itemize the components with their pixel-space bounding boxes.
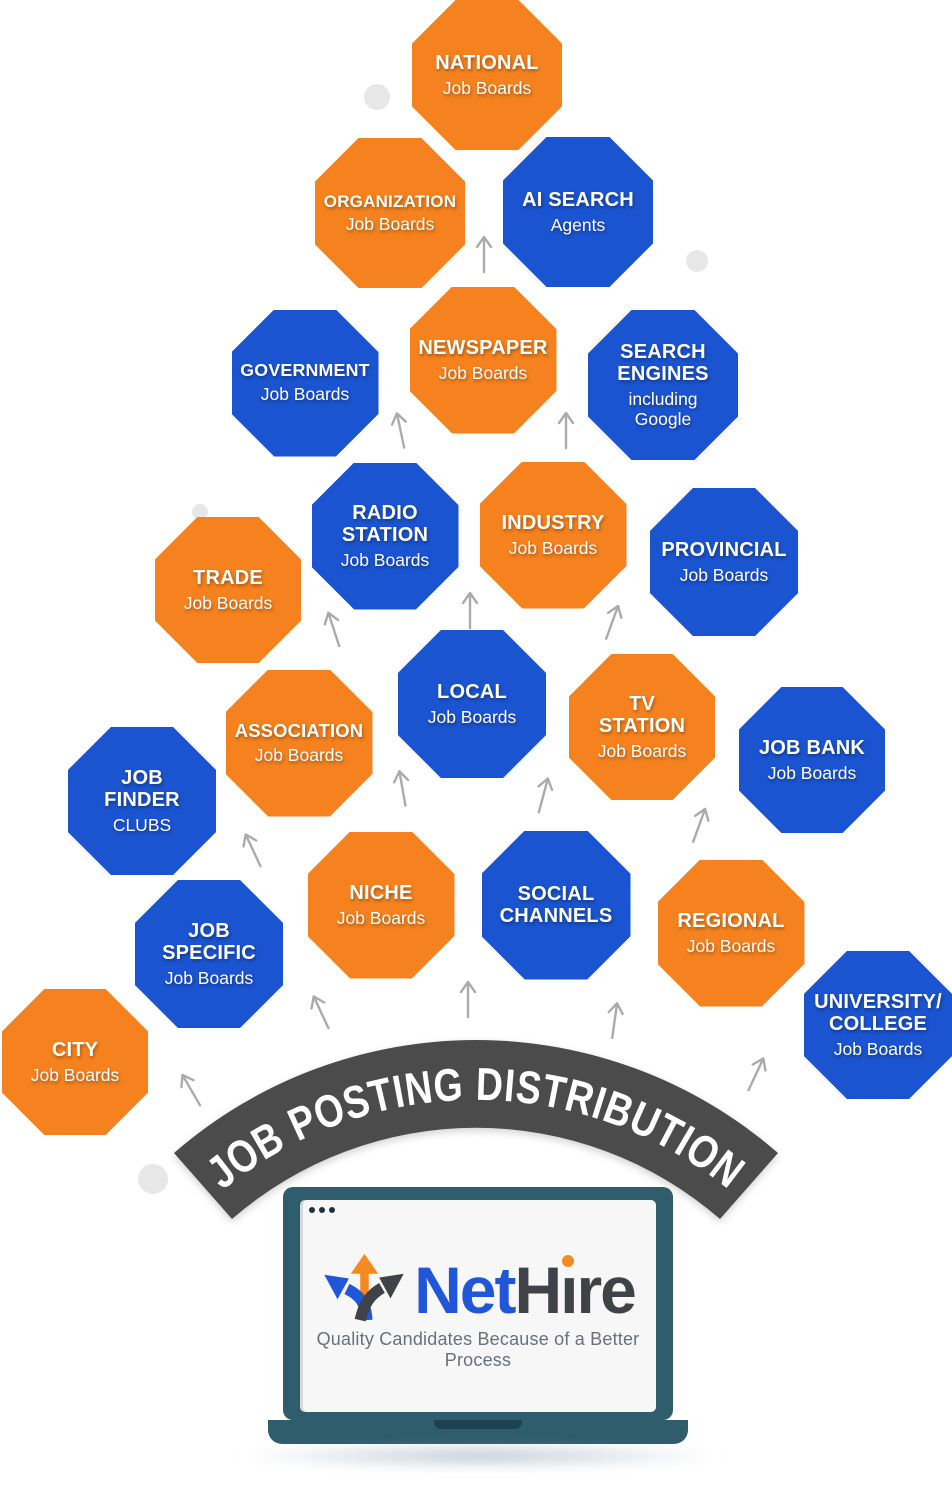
up-arrow-icon — [242, 833, 262, 868]
octagon-title: NICHE — [349, 882, 413, 905]
up-arrow-icon — [390, 412, 408, 449]
octagon-social-channels: SOCIAL CHANNELS — [481, 830, 631, 980]
nethire-arrows-icon — [324, 1253, 404, 1322]
octagon-subtitle: Job Boards — [767, 762, 857, 783]
up-arrow-icon — [747, 1057, 767, 1092]
window-dot-icon — [309, 1207, 315, 1213]
up-arrow-icon — [475, 235, 493, 274]
banner-arc — [174, 1039, 778, 1219]
up-arrow-icon — [180, 1073, 202, 1107]
octagon-title: REGIONAL — [677, 910, 785, 933]
up-arrow-icon — [461, 591, 479, 630]
octagon-subtitle: Job Boards — [260, 384, 350, 405]
window-dot-icon — [329, 1207, 335, 1213]
up-arrow-icon — [691, 807, 710, 843]
up-arrow-icon — [607, 1001, 624, 1040]
octagon-title: SEARCH ENGINES — [617, 340, 709, 386]
octagon-title: INDUSTRY — [501, 512, 605, 535]
decor-dot — [686, 250, 708, 272]
laptop-browser-window: NetHıre Quality Candidates Because of a … — [300, 1200, 656, 1412]
octagon-subtitle: Job Boards — [833, 1038, 923, 1059]
octagon-title: GOVERNMENT — [240, 360, 370, 381]
logo-hire: Hıre — [514, 1253, 636, 1328]
octagon-subtitle: including Google — [628, 388, 698, 429]
up-arrow-icon — [393, 770, 410, 807]
laptop-notch — [434, 1420, 522, 1429]
octagon-government: GOVERNMENT Job Boards — [231, 309, 379, 457]
octagon-title: JOB BANK — [758, 737, 866, 760]
octagon-subtitle: CLUBS — [112, 814, 172, 835]
octagon-subtitle: Job Boards — [508, 537, 598, 558]
up-arrow-icon — [310, 995, 330, 1030]
up-arrow-icon — [459, 980, 477, 1019]
octagon-subtitle: Agents — [550, 214, 606, 235]
octagon-subtitle: Job Boards — [254, 744, 344, 765]
octagon-subtitle: Job Boards — [30, 1064, 120, 1085]
octagon-title: SOCIAL CHANNELS — [499, 882, 613, 927]
up-arrow-icon — [604, 604, 623, 640]
octagon-subtitle: Job Boards — [345, 213, 435, 234]
octagon-subtitle: Job Boards — [164, 967, 254, 988]
octagon-title: PROVINCIAL — [661, 539, 787, 562]
octagon-title: JOB SPECIFIC — [162, 920, 256, 965]
octagon-title: NATIONAL — [435, 52, 539, 75]
browser-window-dots — [309, 1207, 335, 1213]
octagon-subtitle: Job Boards — [442, 77, 532, 98]
logo-tagline: Quality Candidates Because of a Better P… — [316, 1329, 640, 1370]
octagon-subtitle: Job Boards — [438, 362, 528, 383]
octagon-subtitle: Job Boards — [679, 564, 769, 585]
octagon-title: ORGANIZATION — [323, 191, 457, 211]
up-arrow-icon — [323, 611, 341, 648]
decor-dots — [138, 84, 708, 1194]
octagon-subtitle: Job Boards — [340, 549, 430, 570]
octagon-subtitle: Job Boards — [597, 740, 687, 761]
decor-dot — [138, 1164, 168, 1194]
octagon-subtitle: Job Boards — [336, 907, 426, 928]
nethire-logo: NetHıre Quality Candidates Because of a … — [300, 1252, 656, 1371]
octagon-title: CITY — [51, 1039, 99, 1062]
laptop-shadow — [130, 1440, 830, 1480]
octagon-title: UNIVERSITY/ COLLEGE — [814, 991, 942, 1036]
octagon-title: LOCAL — [437, 681, 507, 704]
up-arrow-icon — [537, 777, 554, 814]
octagon-subtitle: Job Boards — [686, 935, 776, 956]
octagon-subtitle: Job Boards — [183, 592, 273, 613]
octagon-title: AI SEARCH — [522, 189, 634, 212]
window-dot-icon — [319, 1207, 325, 1213]
octagon-title: TV STATION — [598, 693, 686, 738]
octagon-title: TRADE — [193, 567, 263, 590]
octagon-title: JOB FINDER — [104, 767, 180, 812]
flow-arrows — [180, 235, 767, 1107]
octagon-subtitle: Job Boards — [427, 706, 517, 727]
octagon-title: ASSOCIATION — [234, 720, 364, 742]
octagon-title: NEWSPAPER — [418, 337, 548, 360]
up-arrow-icon — [557, 411, 575, 450]
logo-net: Net — [414, 1253, 516, 1328]
decor-dot — [364, 84, 390, 110]
octagon-title: RADIO STATION — [341, 502, 429, 547]
laptop-screen: NetHıre Quality Candidates Because of a … — [283, 1187, 673, 1420]
nethire-wordmark: NetHıre — [414, 1257, 637, 1323]
decor-dot — [192, 504, 208, 520]
